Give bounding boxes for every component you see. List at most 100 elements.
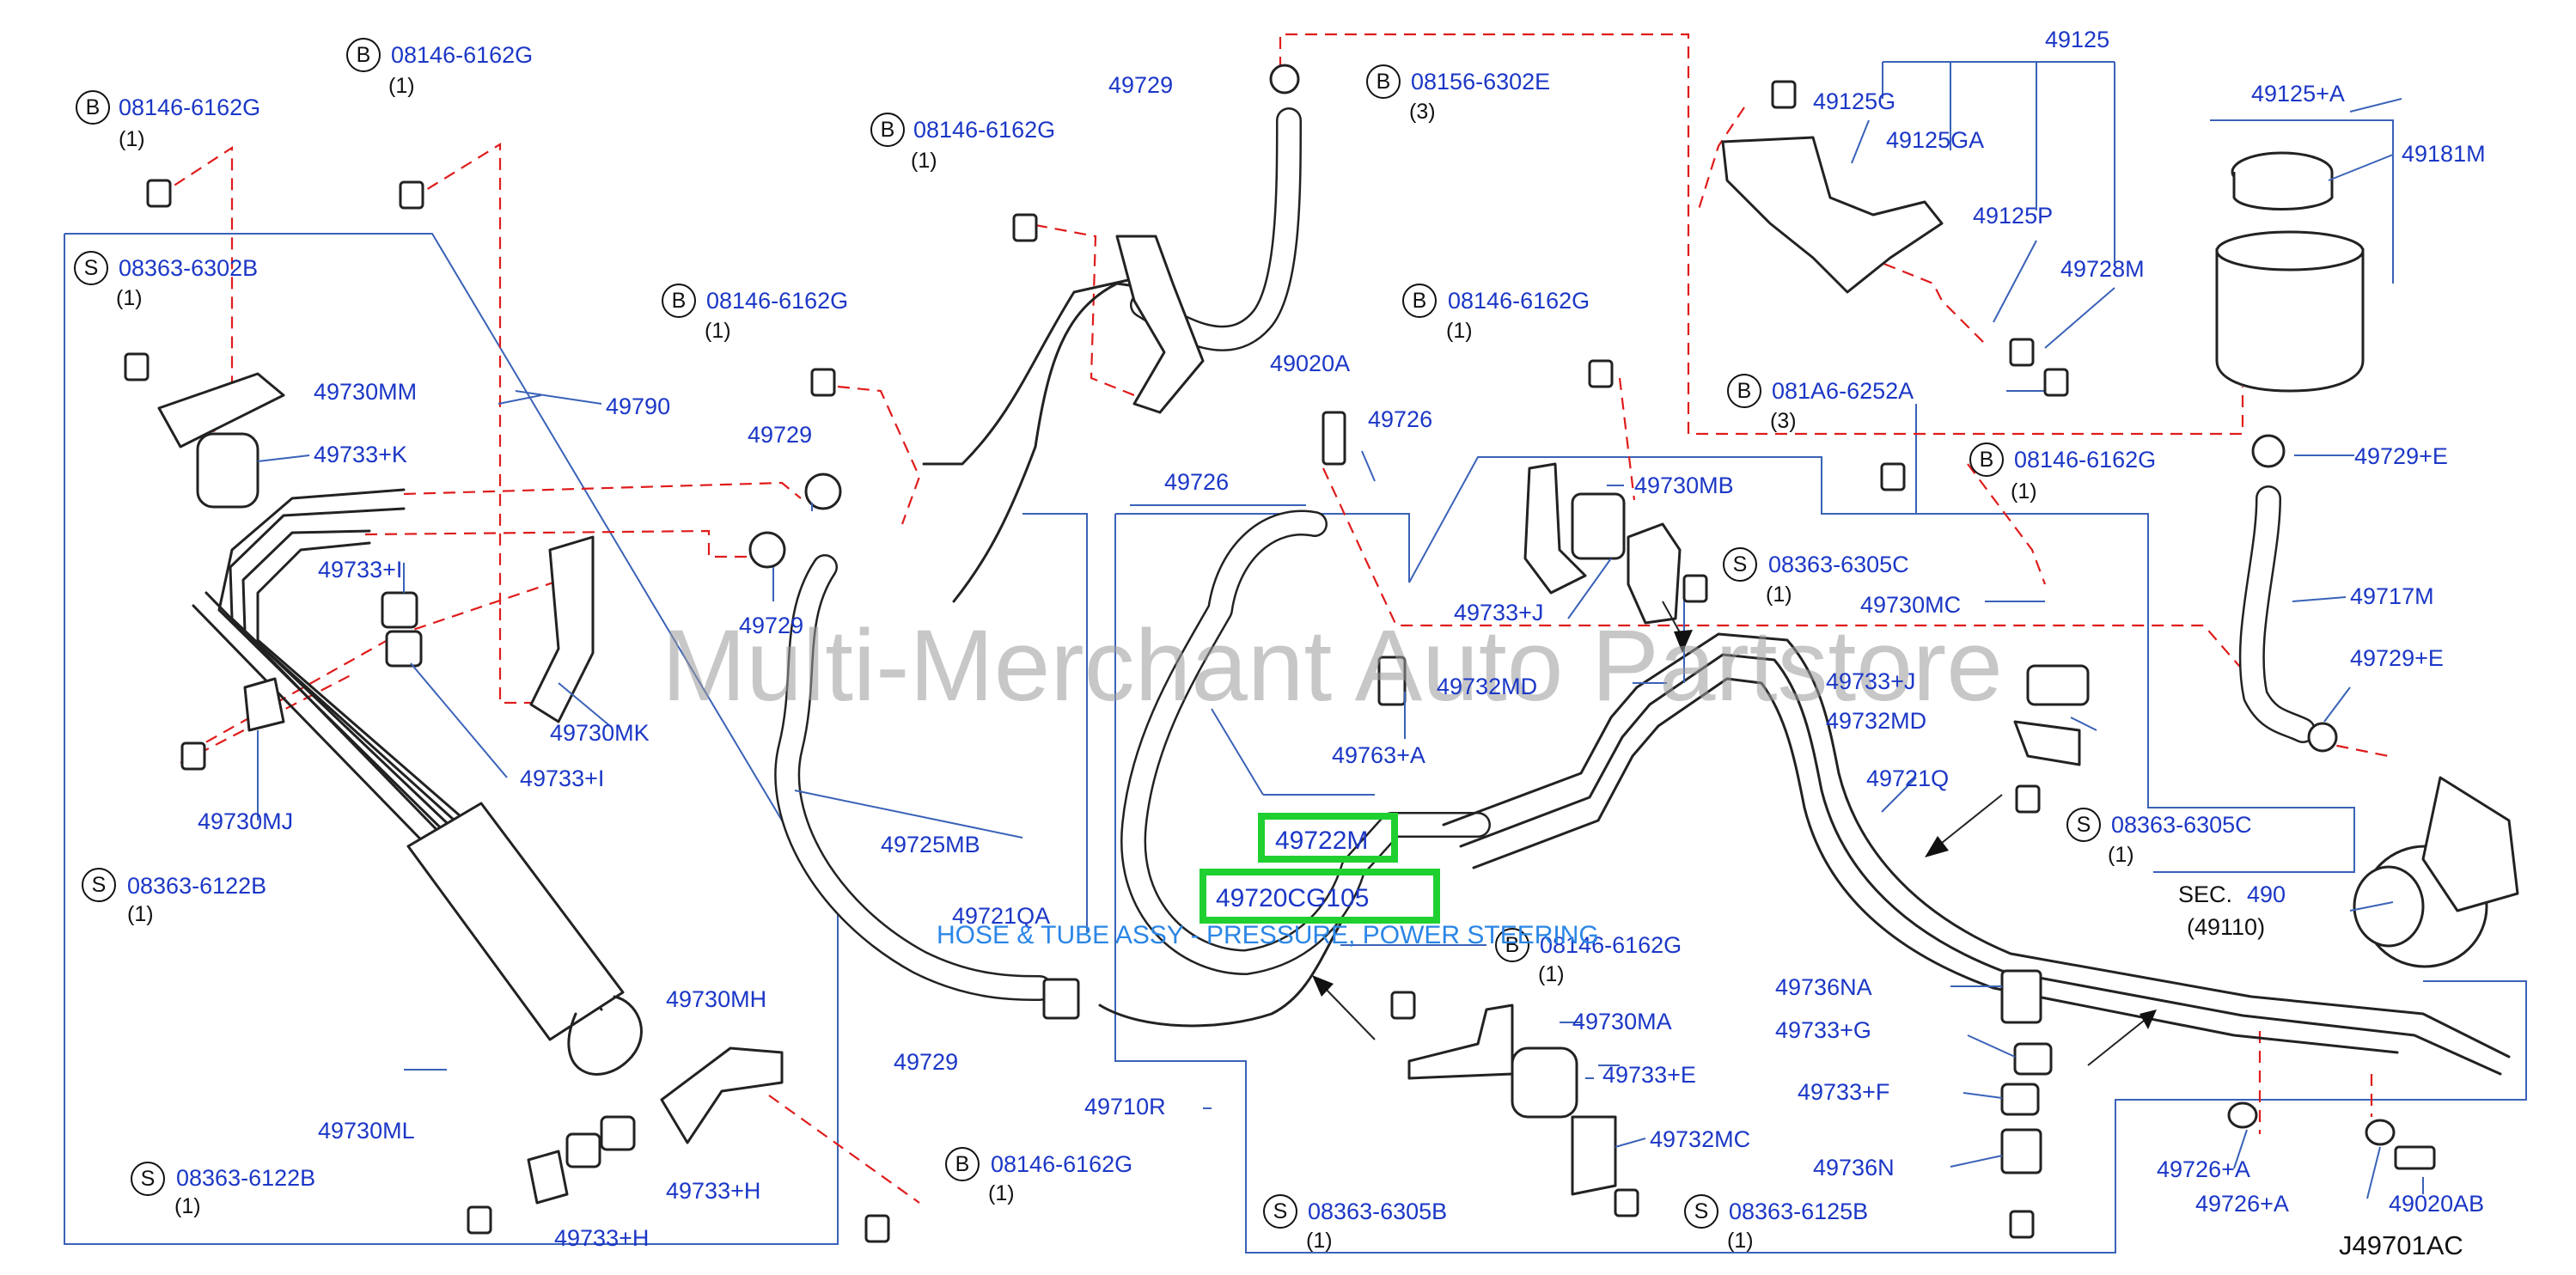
callout-8[interactable]: B 08156-6302E (3) [1366,64,1550,124]
label-49728m[interactable]: 49728M [2060,256,2145,282]
label-49729-left-top[interactable]: 49729 [748,422,812,448]
callout-4[interactable]: S 08363-6122B (1) [131,1162,315,1218]
label-49020ab[interactable]: 49020AB [2389,1191,2484,1217]
highlight-group[interactable]: 49722M 49720CG105 HOSE & TUBE ASSY - PRE… [937,813,1599,949]
callout-14[interactable]: B 08146-6162G (1) [1495,928,1682,986]
label-49729e-low[interactable]: 49729+E [2350,645,2444,671]
label-49730ml[interactable]: 49730ML [318,1118,415,1144]
svg-text:08156-6302E: 08156-6302E [1411,69,1550,95]
callout-11[interactable]: B 08146-6162G (1) [1969,442,2156,503]
label-49726a-left[interactable]: 49726+A [2157,1156,2250,1182]
callout-0[interactable]: B 08146-6162G (1) [76,90,260,151]
label-49181m[interactable]: 49181M [2402,141,2486,167]
svg-text:(1): (1) [1766,583,1792,607]
highlight-box-49720cg105[interactable] [1199,869,1440,924]
label-49729e-top[interactable]: 49729+E [2354,443,2448,469]
label-49125ga[interactable]: 49125GA [1886,127,1984,153]
label-49125[interactable]: 49125 [2045,27,2109,52]
callout-16[interactable]: S 08363-6125B (1) [1684,1194,1868,1253]
label-49729-low[interactable]: 49729 [894,1049,958,1075]
label-49763a[interactable]: 49763+A [1332,742,1425,768]
svg-text:(1): (1) [1727,1229,1754,1253]
label-49726-left[interactable]: 49726 [1164,469,1229,495]
callout-2[interactable]: S 08363-6302B (1) [74,251,258,310]
label-49730mh[interactable]: 49730MH [666,986,766,1012]
svg-text:S: S [1733,552,1748,576]
label-49721q[interactable]: 49721Q [1866,766,1949,791]
clamp-49733j-right [2026,664,2090,706]
arrow-1 [1674,630,1693,653]
label-49729-left[interactable]: 49729 [739,613,803,638]
label-49733i[interactable]: 49733+I [520,766,604,791]
label-49125g[interactable]: 49125G [1813,88,1895,114]
svg-text:490: 490 [2247,882,2286,907]
label-49733j-right[interactable]: 49733+J [1826,668,1915,694]
callout-10[interactable]: B 081A6-6252A (3) [1727,374,1914,433]
label-49733j-center[interactable]: 49733+J [1454,600,1543,625]
label-49730ma[interactable]: 49730MA [1572,1009,1672,1034]
bracket-49732mc [1571,1115,1617,1196]
reservoir-cap-top [2232,172,2334,210]
label-49730mb[interactable]: 49730MB [1634,473,1734,498]
bracket-49730ma [1407,1004,1514,1080]
label-49721qa[interactable]: 49721QA [952,903,1050,929]
label-49733h-right[interactable]: 49733+H [666,1178,760,1204]
label-49733k[interactable]: 49733+K [314,442,407,467]
grommet-49733f [2000,1083,2040,1116]
label-49732md-center[interactable]: 49732MD [1437,674,1537,699]
label-49733f[interactable]: 49733+F [1798,1079,1889,1105]
label-49125p[interactable]: 49125P [1973,203,2053,229]
label-49726[interactable]: 49726 [1368,406,1432,432]
svg-text:08363-6305C: 08363-6305C [2111,812,2252,838]
label-49790[interactable]: 49790 [606,393,670,419]
label-49736n[interactable]: 49736N [1813,1155,1895,1180]
group-part-labels: 49790 49730MM 49733+K 49733+I 49733+I 49… [198,27,2486,1251]
dash-8 [180,674,353,764]
label-49736na[interactable]: 49736NA [1775,974,1872,1000]
label-49730mj[interactable]: 49730MJ [198,808,293,834]
label-49733e[interactable]: 49733+E [1602,1062,1696,1088]
label-49733g[interactable]: 49733+G [1775,1017,1871,1043]
label-49730mc[interactable]: 49730MC [1860,592,1961,618]
group-bolts [124,80,2069,1243]
label-49710r[interactable]: 49710R [1084,1094,1166,1119]
group-leaders [257,62,2424,1199]
callout-5[interactable]: B 08146-6162G (1) [870,113,1055,173]
label-49733h[interactable]: 49733+H [554,1225,649,1251]
label-49732md-right[interactable]: 49732MD [1826,708,1926,734]
callout-12[interactable]: S 08363-6305C (1) [1723,547,1909,607]
highlight-box-49722m[interactable] [1258,813,1398,863]
clamp-49729e-low [2307,722,2338,753]
svg-text:081A6-6252A: 081A6-6252A [1772,378,1914,404]
label-49730mm[interactable]: 49730MM [314,379,417,405]
bracket-top-49729 [1115,235,1205,414]
arrow-4 [1312,975,1334,997]
callout-7[interactable]: B 08146-6162G (1) [945,1147,1132,1205]
label-49732mc[interactable]: 49732MC [1650,1126,1750,1152]
label-49020a[interactable]: 49020A [1270,351,1350,376]
svg-text:(1): (1) [1306,1229,1333,1253]
label-49730mk[interactable]: 49730MK [550,720,650,746]
label-49726a[interactable]: 49726+A [2195,1191,2289,1217]
svg-text:S: S [1273,1199,1288,1223]
callout-9[interactable]: B 08146-6162G (1) [1402,284,1590,343]
dash-1 [157,145,234,393]
label-49717m[interactable]: 49717M [2350,583,2434,609]
callout-1[interactable]: B 08146-6162G (1) [346,38,533,98]
label-49725mb[interactable]: 49725MB [881,832,980,857]
dash-16 [1618,377,1636,501]
section-reference[interactable]: SEC. 490 (49110) [2178,882,2286,940]
clamp-49729e-top [2251,434,2286,468]
callout-13[interactable]: S 08363-6305C (1) [2066,808,2252,867]
label-49125a[interactable]: 49125+A [2251,81,2345,107]
reservoir-neck [2215,230,2365,271]
svg-text:B: B [86,95,101,119]
group-components [157,64,2519,1205]
svg-text:08146-6162G: 08146-6162G [2014,447,2156,473]
label-49729-top[interactable]: 49729 [1108,72,1173,98]
label-49733i-top[interactable]: 49733+I [318,557,402,583]
callout-15[interactable]: S 08363-6305B (1) [1263,1194,1447,1253]
callout-6[interactable]: B 08146-6162G (1) [662,284,848,343]
callout-3[interactable]: S 08363-6122B (1) [82,868,266,926]
